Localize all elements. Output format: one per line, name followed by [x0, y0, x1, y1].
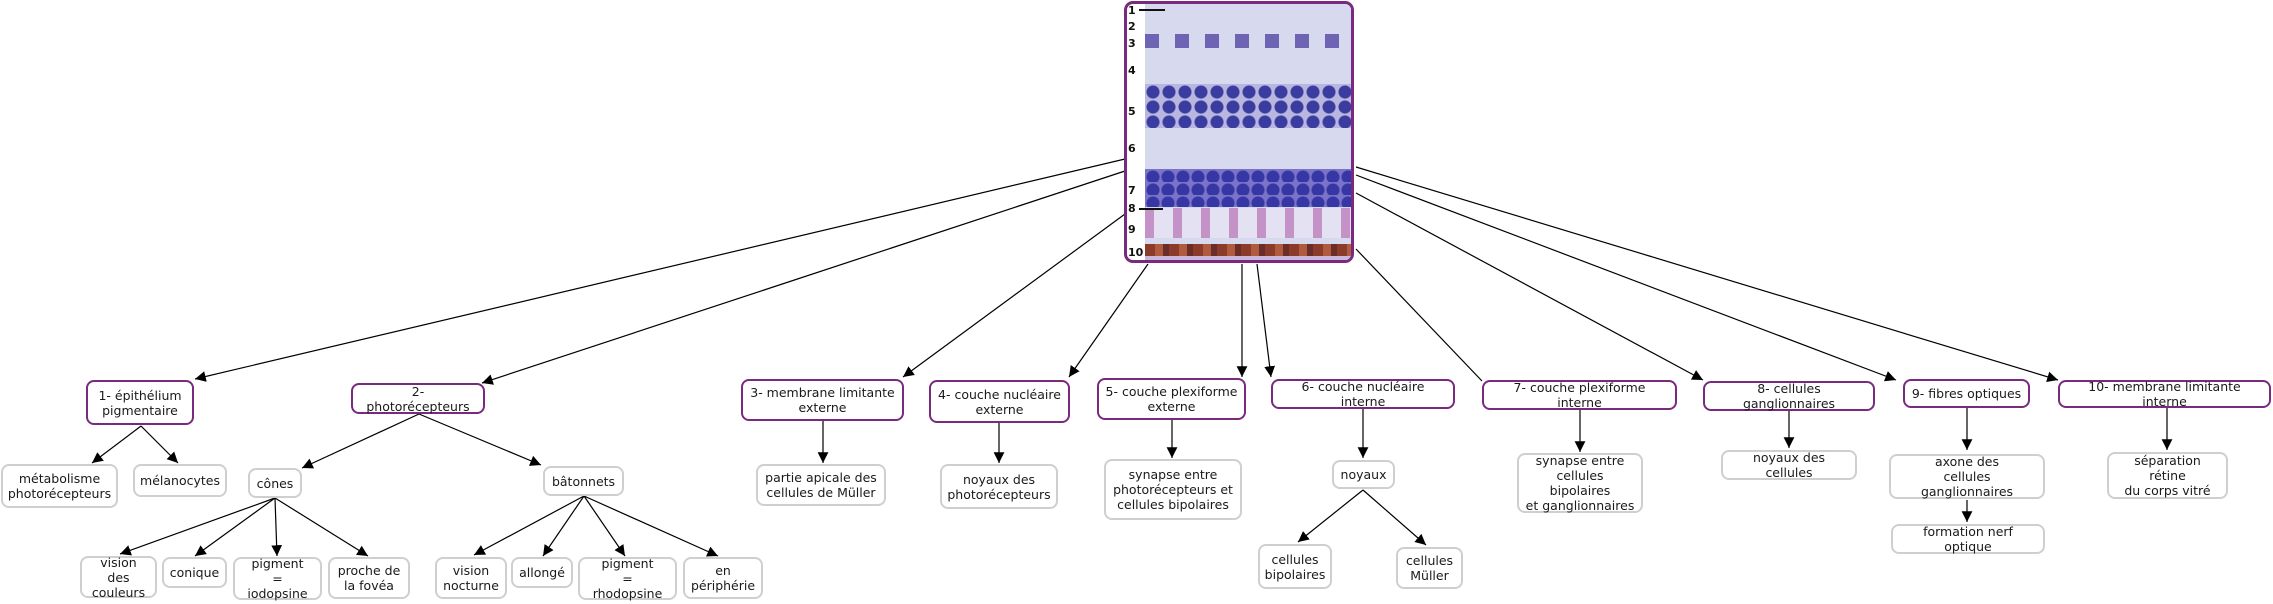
node-cones[interactable]: cônes [248, 468, 302, 498]
retina-micrograph: 1 2 3 4 5 6 7 8 9 10 [1124, 1, 1354, 263]
node-formation-nerf-optique[interactable]: formation nerf optique [1891, 524, 2045, 554]
layer-label-7: 7 [1128, 184, 1136, 197]
layer-label-1: 1 [1128, 4, 1136, 17]
layer-label-2: 2 [1128, 20, 1136, 33]
node-synapse-bipolaires-ganglionnaires[interactable]: synapse entre cellules bipolaires et gan… [1517, 453, 1643, 513]
edge-n2b-n2b3 [583, 495, 626, 557]
node-cellules-ganglionnaires[interactable]: 8- cellules ganglionnaires [1703, 381, 1875, 411]
edge-img-n3 [902, 213, 1126, 378]
edge-img-n7 [1355, 248, 1483, 382]
edge-n1-n1a [91, 425, 142, 464]
node-en-peripherie[interactable]: en périphérie [683, 557, 763, 599]
edge-img-n8 [1355, 192, 1704, 381]
layer-label-5: 5 [1128, 105, 1136, 118]
node-vision-nocturne[interactable]: vision nocturne [435, 557, 507, 599]
edge-img-n6 [1256, 263, 1276, 378]
edge-n2b-n2b2 [542, 495, 585, 557]
edge-n2-n2b [418, 413, 542, 466]
node-cellules-muller[interactable]: cellules Müller [1396, 547, 1463, 589]
pointer-arrow-1 [1139, 9, 1165, 11]
edge-img-n2 [481, 170, 1126, 385]
edge-n1-n1b [140, 425, 179, 464]
node-melanocytes[interactable]: mélanocytes [133, 464, 227, 497]
edge-n2a-n2a2 [194, 497, 276, 557]
tissue-section [1145, 4, 1351, 260]
edge-n2a-n2a3 [271, 497, 283, 557]
node-conique[interactable]: conique [162, 557, 227, 588]
node-pigment-iodopsine[interactable]: pigment = iodopsine [233, 556, 322, 601]
edge-n2a-n2a4 [274, 497, 369, 557]
layer-label-10: 10 [1128, 246, 1144, 259]
node-fibres-optiques[interactable]: 9- fibres optiques [1903, 379, 2030, 408]
node-epithelium-pigmentaire[interactable]: 1- épithélium pigmentaire [86, 380, 194, 425]
edge-img-n10 [1355, 166, 2059, 383]
node-separation-retine-corps-vitre[interactable]: séparation rétine du corps vitré [2107, 452, 2228, 499]
node-photorecepteurs[interactable]: 2- photorécepteurs [351, 383, 485, 414]
edge-n2-n2a [301, 413, 420, 469]
node-vision-des-couleurs[interactable]: vision des couleurs [80, 555, 157, 600]
edge-n2a-n2a1 [119, 497, 276, 556]
edge-img-n9 [1355, 174, 1897, 382]
node-membrane-limitante-externe[interactable]: 3- membrane limitante externe [741, 379, 904, 421]
edge-img-n1 [194, 158, 1126, 382]
node-allonge[interactable]: allongé [511, 557, 573, 588]
edge-n6a-n6a2 [1362, 489, 1427, 546]
edge-n6a-n6a1 [1297, 489, 1364, 543]
layer-label-8: 8 [1128, 202, 1136, 215]
node-couche-nucleaire-interne[interactable]: 6- couche nucléaire interne [1271, 379, 1455, 409]
node-couche-nucleaire-externe[interactable]: 4- couche nucléaire externe [929, 380, 1070, 423]
layer-label-6: 6 [1128, 142, 1136, 155]
edge-img-n4 [1068, 263, 1149, 378]
node-noyaux[interactable]: noyaux [1332, 460, 1395, 489]
node-synapse-photorecepteurs-bipolaires[interactable]: synapse entre photorécepteurs et cellule… [1104, 459, 1242, 520]
layer-label-3: 3 [1128, 37, 1136, 50]
node-pigment-rhodopsine[interactable]: pigment = rhodopsine [578, 556, 677, 601]
node-batonnets[interactable]: bâtonnets [543, 466, 624, 496]
node-couche-plexiforme-interne[interactable]: 7- couche plexiforme interne [1482, 380, 1677, 410]
node-couche-plexiforme-externe[interactable]: 5- couche plexiforme externe [1097, 378, 1246, 420]
edge-n2b-n2b4 [583, 495, 719, 557]
node-cellules-bipolaires[interactable]: cellules bipolaires [1258, 544, 1332, 589]
node-membrane-limitante-interne[interactable]: 10- membrane limitante interne [2058, 379, 2271, 409]
node-partie-apicale-muller[interactable]: partie apicale des cellules de Müller [756, 464, 886, 506]
edge-n2b-n2b1 [473, 495, 585, 556]
node-noyaux-des-photorecepteurs[interactable]: noyaux des photorécepteurs [940, 464, 1058, 509]
layer-label-9: 9 [1128, 223, 1136, 236]
node-noyaux-des-cellules[interactable]: noyaux des cellules [1721, 450, 1857, 480]
node-metabolisme-photorecepteurs[interactable]: métabolisme photorécepteurs [1, 464, 118, 508]
pointer-arrow-8 [1139, 208, 1163, 210]
layer-label-4: 4 [1128, 64, 1136, 77]
node-proche-de-la-fovea[interactable]: proche de la fovéa [328, 557, 410, 599]
node-axone-cellules-ganglionnaires[interactable]: axone des cellules ganglionnaires [1889, 454, 2045, 499]
